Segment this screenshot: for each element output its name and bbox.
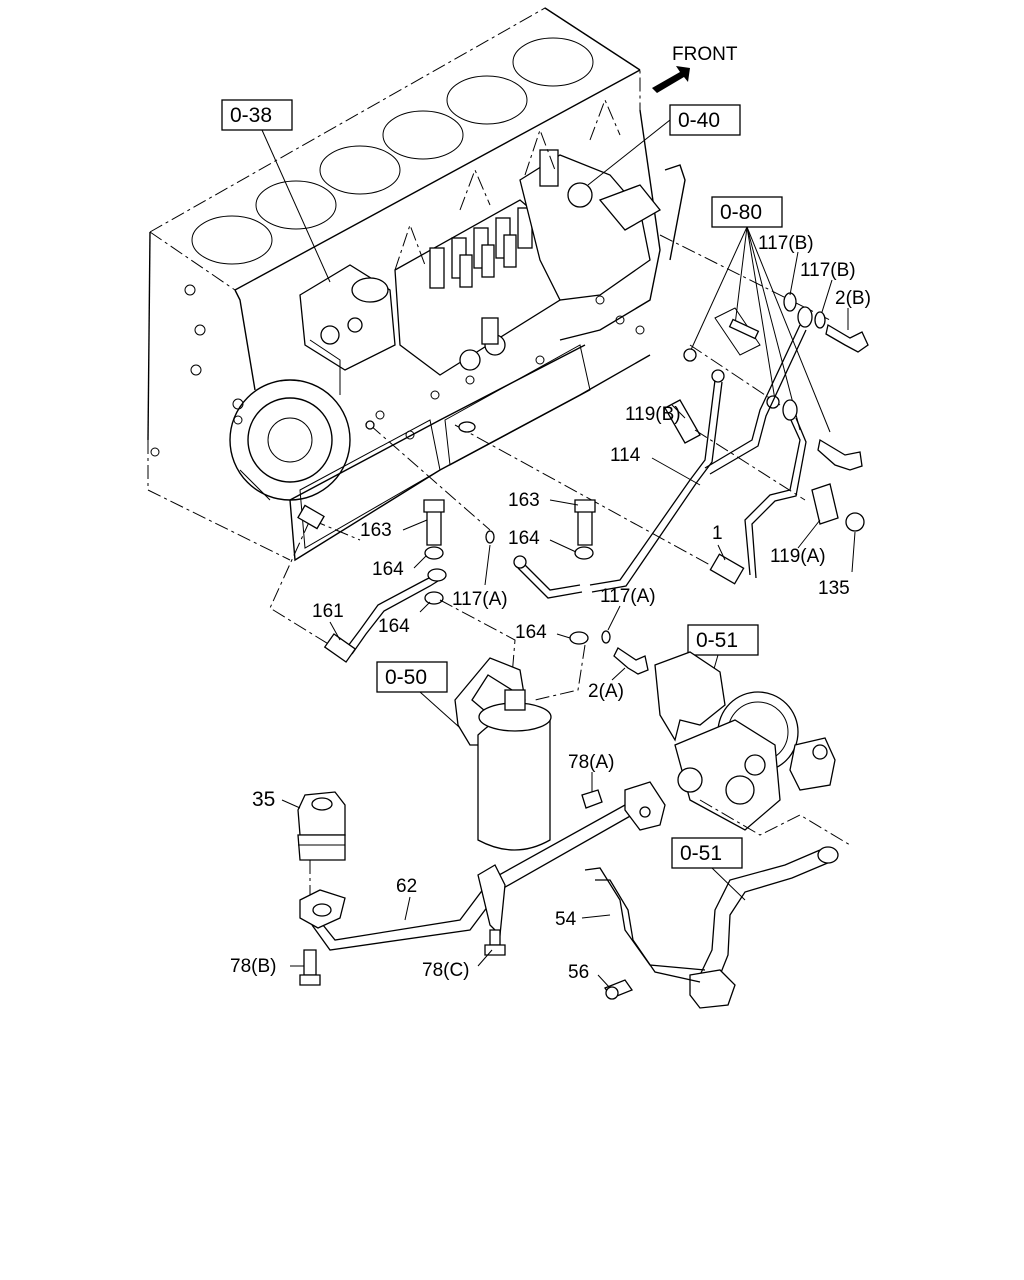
ref-0-51-pump: 0-51: [696, 629, 738, 652]
label-114: 114: [610, 445, 641, 466]
label-56: 56: [568, 962, 589, 983]
ref-0-40: 0-40: [678, 109, 720, 132]
ref-box-0-40[interactable]: 0-40: [587, 104, 741, 186]
turbo-oil-pipes: [454, 234, 869, 593]
label-119a: 119(A): [770, 546, 826, 567]
ref-0-38: 0-38: [230, 104, 272, 127]
ref-0-80: 0-80: [720, 201, 762, 224]
engine-block: [147, 7, 686, 562]
label-164-right: 164: [515, 622, 547, 643]
label-78b: 78(B): [230, 956, 276, 977]
ref-0-50: 0-50: [385, 666, 427, 689]
label-117a-right: 117(A): [600, 586, 656, 607]
front-arrow: FRONT: [652, 44, 738, 93]
label-35: 35: [252, 788, 275, 811]
label-164-center: 164: [508, 528, 540, 549]
label-117b-2: 117(B): [800, 260, 856, 281]
oil-filter-assembly: [454, 657, 552, 851]
ref-box-0-80[interactable]: 0-80: [689, 196, 831, 433]
label-161: 161: [312, 601, 344, 622]
ref-box-0-51-pump[interactable]: 0-51: [687, 624, 759, 701]
label-164-left-top: 164: [372, 559, 404, 580]
label-62: 62: [396, 876, 417, 897]
label-78c: 78(C): [422, 960, 470, 981]
label-2a: 2(A): [588, 681, 624, 702]
label-119b: 119(B): [625, 404, 681, 425]
oil-strainer-pipes: [297, 781, 839, 1009]
part-labels: 117(B) 117(B) 2(B) 119(B) 114 163 163 16…: [230, 233, 871, 989]
label-117b-1: 117(B): [758, 233, 814, 254]
ref-box-0-50[interactable]: 0-50: [376, 661, 469, 736]
label-164-left-bottom: 164: [378, 616, 410, 637]
ref-box-0-51-pipe[interactable]: 0-51: [671, 837, 746, 901]
oil-pump-assembly: [654, 651, 851, 846]
label-2b: 2(B): [835, 288, 871, 309]
ref-box-0-38[interactable]: 0-38: [221, 99, 331, 283]
label-1: 1: [712, 523, 723, 544]
label-117a-left: 117(A): [452, 589, 508, 610]
label-135: 135: [818, 578, 850, 599]
label-78a: 78(A): [568, 752, 614, 773]
compressor-oil-pipes: [269, 420, 649, 701]
front-arrow-icon: [652, 66, 690, 93]
ref-0-51-pipe: 0-51: [680, 842, 722, 865]
injection-pump-elements: [429, 207, 533, 289]
label-163-center: 163: [508, 490, 540, 511]
front-label: FRONT: [672, 44, 738, 65]
label-163-left: 163: [360, 520, 392, 541]
label-54: 54: [555, 909, 577, 930]
